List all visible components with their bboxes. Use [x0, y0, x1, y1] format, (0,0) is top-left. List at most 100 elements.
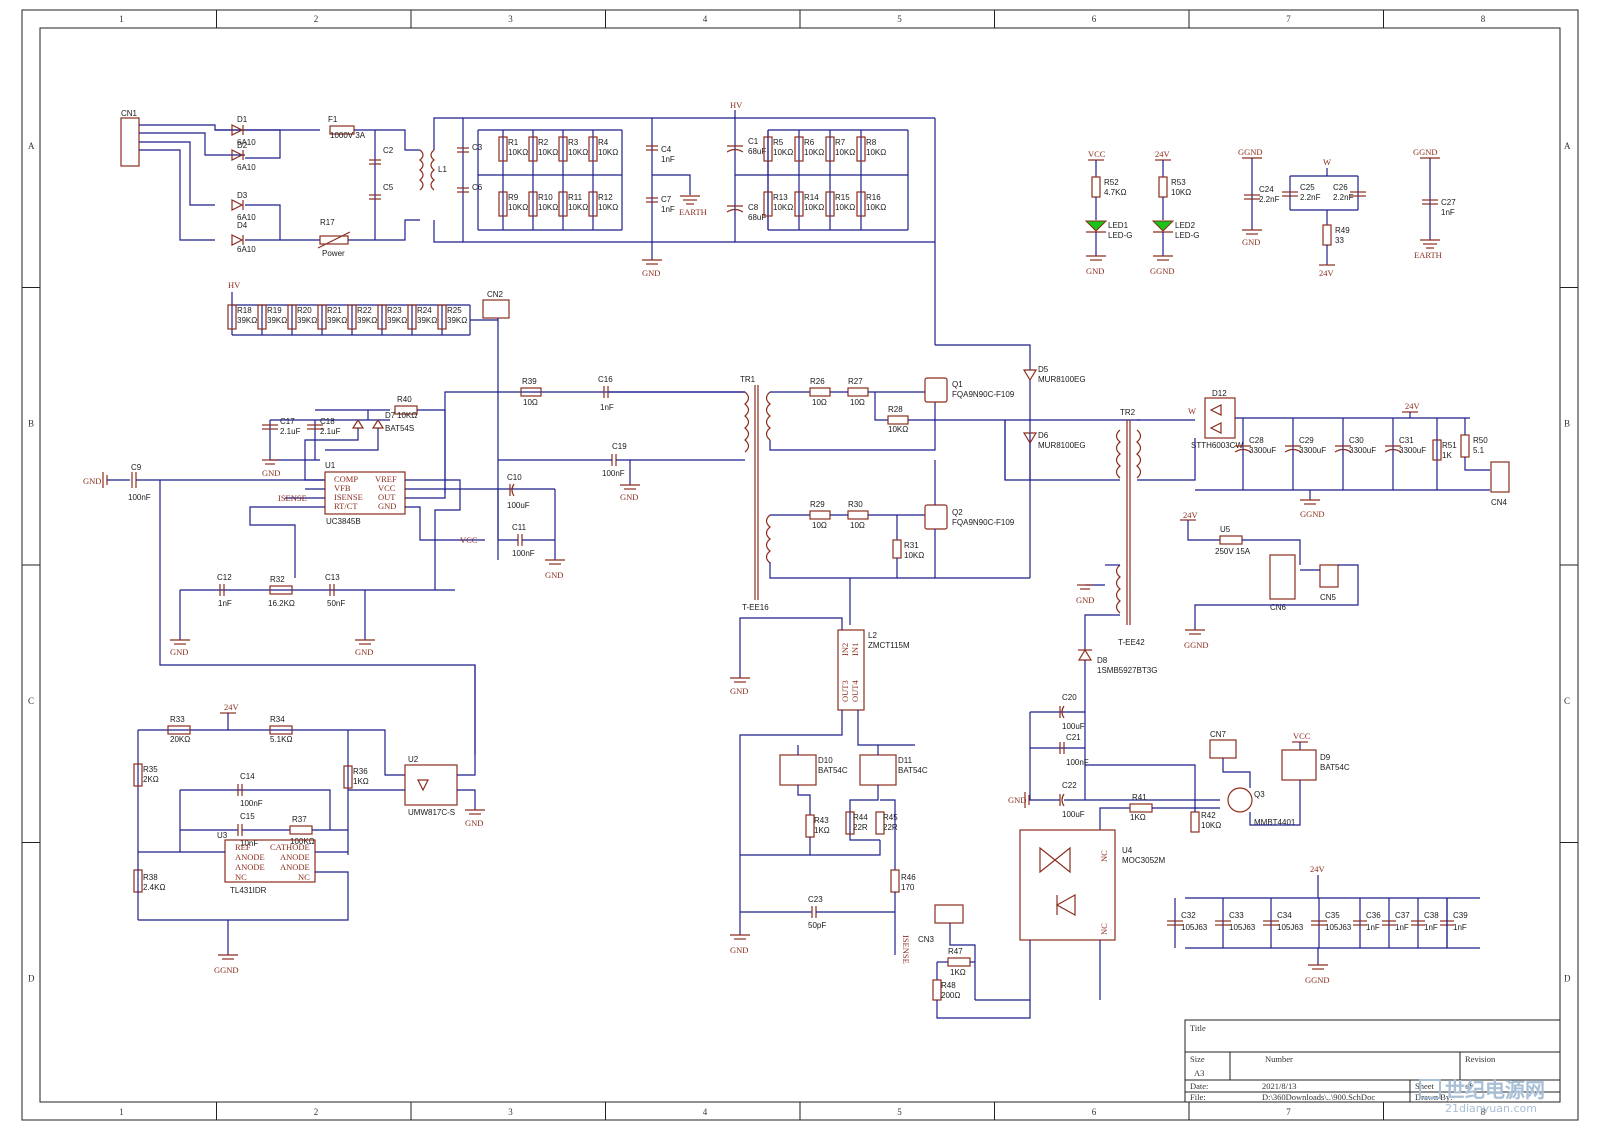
d4-value: 6A10 — [237, 245, 256, 254]
r3-resistor-label: R3 — [568, 138, 579, 147]
r8-resistor — [856, 136, 866, 162]
r52-label: R52 — [1104, 178, 1119, 187]
c29-value: 3300uF — [1299, 446, 1326, 455]
cn6-label: CN6 — [1270, 603, 1287, 612]
cn2-label: CN2 — [487, 290, 504, 299]
ggnd-label-c27top: GGND — [1413, 147, 1438, 157]
revision-label: Revision — [1465, 1054, 1496, 1064]
r11-resistor-value: 10KΩ — [568, 203, 588, 212]
bus-section: C3 C6 R110KΩR910KΩR210KΩR1010KΩR310KΩR11… — [457, 100, 936, 345]
c18-label: C18 — [320, 417, 335, 426]
grid-col-bottom-5: 5 — [897, 1107, 902, 1117]
grid-col-bottom-1: 1 — [119, 1107, 124, 1117]
c16-value: 1nF — [600, 403, 614, 412]
gnd-label-c11: GND — [545, 570, 563, 580]
u3-pin-anode-c: ANODE — [280, 852, 310, 862]
r50-label: R50 — [1473, 436, 1488, 445]
r10-resistor-label: R10 — [538, 193, 553, 202]
24v-label-capbank: 24V — [1310, 864, 1326, 874]
size-value: A3 — [1194, 1068, 1204, 1078]
r51-resistor-label: R51 — [1442, 441, 1457, 450]
l1-label: L1 — [438, 165, 447, 174]
date-value: 2021/8/13 — [1262, 1081, 1296, 1091]
r43-label: R43 — [814, 816, 829, 825]
r41-value: 1KΩ — [1130, 813, 1146, 822]
r6-resistor-label: R6 — [804, 138, 815, 147]
r15-resistor-label: R15 — [835, 193, 850, 202]
d1-label: D1 — [237, 115, 248, 124]
r16-resistor-value: 10KΩ — [866, 203, 886, 212]
u1-value: UC3845B — [326, 517, 361, 526]
grid-col-bottom-6: 6 — [1092, 1107, 1097, 1117]
c12-value: 1nF — [218, 599, 232, 608]
d11-body — [859, 754, 897, 786]
cn5-label: CN5 — [1320, 593, 1337, 602]
c6-label: C6 — [472, 183, 483, 192]
d2-value: 6A10 — [237, 163, 256, 172]
c24-value: 2.2nF — [1259, 195, 1280, 204]
c36-value: 1nF — [1366, 923, 1380, 932]
tr1-secondary-b — [765, 514, 771, 564]
d2-label: D2 — [237, 141, 248, 150]
r8-resistor-label: R8 — [866, 138, 877, 147]
u3-pin-cathode: CATHODE — [270, 842, 310, 852]
isense-net-u1: ISENSE — [278, 493, 307, 503]
grid-col-4: 4 — [703, 14, 708, 24]
gnd-label-c9: GND — [83, 476, 101, 486]
u3-pin-nc-a: NC — [235, 872, 247, 882]
u3-pin-anode-b: ANODE — [235, 862, 265, 872]
r22-resistor-label: R22 — [357, 306, 372, 315]
c10-label: C10 — [507, 473, 522, 482]
r34-value: 5.1KΩ — [270, 735, 292, 744]
ggnd-label-out: GGND — [1300, 509, 1325, 519]
r27-value: 10Ω — [850, 398, 865, 407]
c2-label: C2 — [383, 146, 394, 155]
r22-resistor — [347, 304, 357, 330]
u1-pin-vfb: VFB — [334, 483, 351, 493]
ggnd-label-c24top: GGND — [1238, 147, 1263, 157]
ggnd-label-capbank: GGND — [1305, 975, 1330, 985]
r1-resistor-value: 10KΩ — [508, 148, 528, 157]
r5-resistor — [763, 136, 773, 162]
u4-label: U4 — [1122, 846, 1133, 855]
24v-label-u5: 24V — [1183, 510, 1199, 520]
grid-col-bottom-4: 4 — [703, 1107, 708, 1117]
c9-label: C9 — [131, 463, 142, 472]
gnd-label-aux: GND — [1076, 595, 1094, 605]
r19-resistor-label: R19 — [267, 306, 282, 315]
feedback-section: 24V R33 20KΩ R34 5.1KΩ R35 2KΩ R36 1KΩ C… — [133, 665, 485, 975]
r30-label: R30 — [848, 500, 863, 509]
r32-value: 16.2KΩ — [268, 599, 295, 608]
isense-net-r46: ISENSE — [901, 935, 911, 964]
r21-resistor-value: 39KΩ — [327, 316, 347, 325]
r21-resistor-label: R21 — [327, 306, 342, 315]
d3-label: D3 — [237, 191, 248, 200]
r36-label: R36 — [353, 767, 368, 776]
cn7-connector — [1209, 739, 1237, 759]
c26-label: C26 — [1333, 183, 1348, 192]
u5-value: 250V 15A — [1215, 547, 1251, 556]
date-label: Date: — [1190, 1081, 1208, 1091]
earth-label: EARTH — [679, 207, 707, 217]
d8-value: 1SMB5927BT3G — [1097, 666, 1157, 675]
c20-value: 100uF — [1062, 722, 1085, 731]
d9-label: D9 — [1320, 753, 1331, 762]
r48-label: R48 — [941, 981, 956, 990]
hv-label-startup: HV — [228, 280, 241, 290]
c19-label: C19 — [612, 442, 627, 451]
c31-label: C31 — [1399, 436, 1414, 445]
r13-resistor-value: 10KΩ — [773, 203, 793, 212]
c13-label: C13 — [325, 573, 340, 582]
c30-label: C30 — [1349, 436, 1364, 445]
grid-col-8: 8 — [1481, 14, 1486, 24]
r6-resistor-value: 10KΩ — [804, 148, 824, 157]
c28-value: 3300uF — [1249, 446, 1276, 455]
c39-value: 1nF — [1453, 923, 1467, 932]
r46-label: R46 — [901, 873, 916, 882]
vcc-label-led: VCC — [1088, 149, 1106, 159]
r40-value: 10KΩ — [397, 411, 417, 420]
r52-value: 4.7KΩ — [1104, 188, 1126, 197]
c22-value: 100uF — [1062, 810, 1085, 819]
r24-resistor-value: 39KΩ — [417, 316, 437, 325]
